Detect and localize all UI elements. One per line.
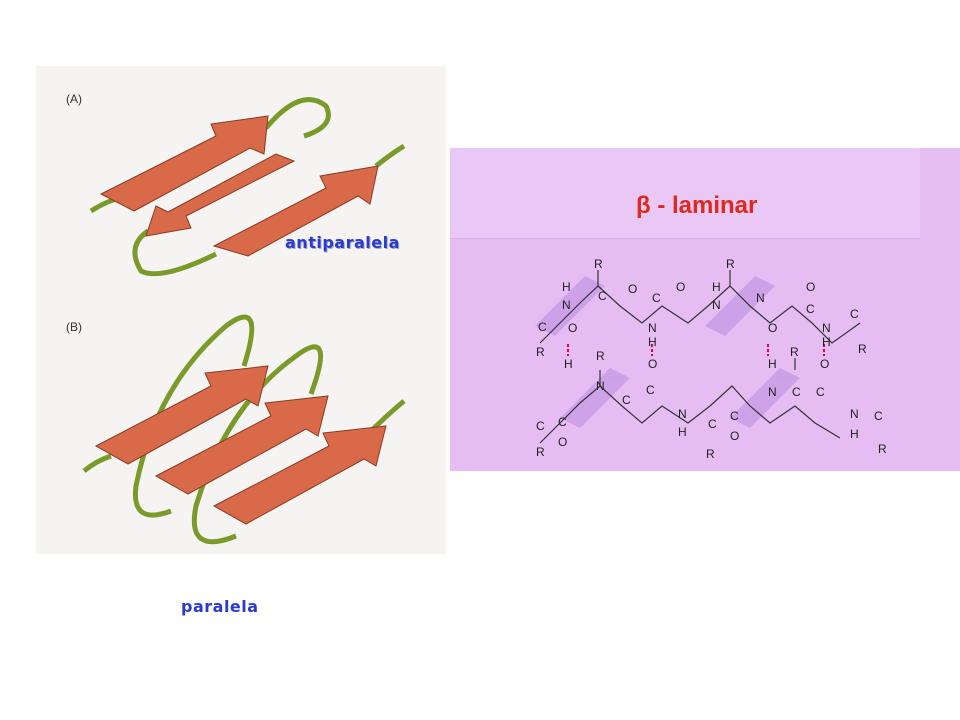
svg-text:R: R xyxy=(706,447,715,461)
svg-text:C: C xyxy=(792,385,801,399)
svg-text:O: O xyxy=(628,282,637,296)
svg-text:N: N xyxy=(822,321,831,335)
svg-text:O: O xyxy=(806,280,815,294)
svg-text:N: N xyxy=(562,298,571,312)
svg-text:C: C xyxy=(538,320,547,334)
svg-text:O: O xyxy=(820,357,829,371)
bonds xyxy=(539,270,861,444)
caption-parallel: paralela xyxy=(181,597,259,616)
antiparallel-sheet xyxy=(89,97,406,277)
svg-text:N: N xyxy=(596,379,605,393)
svg-text:N: N xyxy=(768,385,777,399)
svg-text:R: R xyxy=(878,442,887,456)
ribbon-diagram-panel: (A) (B) xyxy=(36,66,446,554)
svg-text:C: C xyxy=(806,302,815,316)
svg-text:H: H xyxy=(678,425,687,439)
peptide-plane-shading xyxy=(535,276,800,428)
ribbon-diagram-svg xyxy=(82,97,406,545)
svg-text:O: O xyxy=(558,435,567,449)
svg-text:R: R xyxy=(594,257,603,271)
svg-text:H: H xyxy=(648,335,657,349)
svg-text:H: H xyxy=(562,280,571,294)
svg-text:C: C xyxy=(874,409,883,423)
panel-title: β - laminar xyxy=(636,192,758,219)
svg-text:C: C xyxy=(622,393,631,407)
label-b: (B) xyxy=(66,320,82,334)
svg-text:H: H xyxy=(712,280,721,294)
svg-text:C: C xyxy=(536,419,545,433)
svg-text:H: H xyxy=(768,357,777,371)
svg-text:O: O xyxy=(730,429,739,443)
svg-text:C: C xyxy=(816,385,825,399)
svg-text:N: N xyxy=(648,321,657,335)
svg-text:N: N xyxy=(712,298,721,312)
svg-text:R: R xyxy=(790,345,799,359)
svg-text:N: N xyxy=(756,291,765,305)
svg-text:H: H xyxy=(564,357,573,371)
svg-text:H: H xyxy=(822,335,831,349)
svg-text:O: O xyxy=(648,357,657,371)
svg-text:R: R xyxy=(858,342,867,356)
svg-text:C: C xyxy=(708,417,717,431)
svg-text:N: N xyxy=(850,407,859,421)
svg-text:H: H xyxy=(850,427,859,441)
label-a: (A) xyxy=(66,92,82,106)
svg-text:O: O xyxy=(676,280,685,294)
svg-text:C: C xyxy=(598,289,607,303)
svg-text:C: C xyxy=(850,307,859,321)
title-band xyxy=(450,148,920,239)
svg-text:C: C xyxy=(558,415,567,429)
svg-text:N: N xyxy=(678,407,687,421)
svg-text:R: R xyxy=(536,345,545,359)
parallel-sheet xyxy=(82,314,406,545)
svg-text:C: C xyxy=(646,383,655,397)
svg-text:O: O xyxy=(568,321,577,335)
hydrogen-bonds xyxy=(567,344,825,356)
svg-text:C: C xyxy=(652,291,661,305)
svg-text:R: R xyxy=(536,445,545,459)
svg-text:C: C xyxy=(730,409,739,423)
caption-antiparallel: antiparalela xyxy=(285,233,400,252)
svg-text:O: O xyxy=(768,321,777,335)
svg-text:R: R xyxy=(726,257,735,271)
svg-text:R: R xyxy=(596,349,605,363)
